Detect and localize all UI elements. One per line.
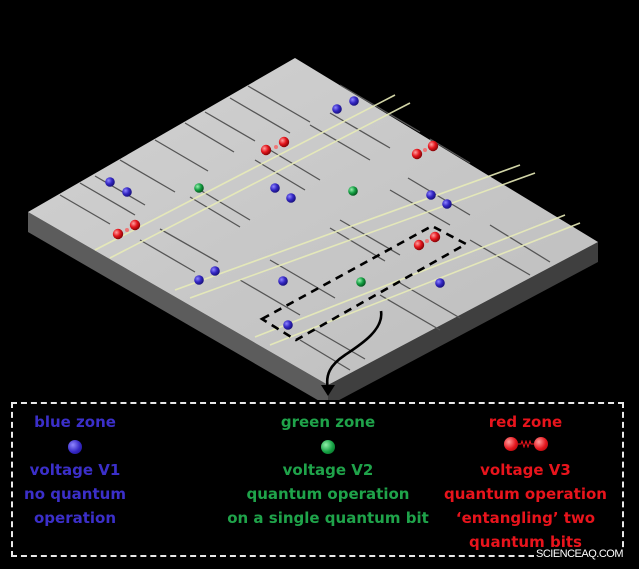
red-zone-desc-2: ‘entangling’ two [455, 509, 596, 527]
red-zone-desc-3: quantum bits [469, 533, 582, 551]
red-zone-title: red zone [488, 413, 563, 431]
chip-plate-sides [28, 212, 598, 400]
blue-zone-voltage: voltage V1 [29, 461, 121, 479]
red-zone-desc-1: quantum operation [444, 485, 607, 503]
legend-box: blue zone voltage V1 no quantum operatio… [11, 402, 624, 557]
legend-red-zone: red zone voltage V3 quantum operation ‘e… [423, 410, 628, 554]
blue-zone-desc-1: no quantum [24, 485, 126, 503]
green-zone-desc-1: quantum operation [246, 485, 410, 503]
highlight-region [259, 224, 469, 342]
red-zone-voltage: voltage V3 [480, 461, 571, 479]
red-entangled-pairs [112, 136, 441, 251]
green-qubit-icon [321, 439, 335, 454]
watermark: SCIENCEAQ.COM [533, 548, 625, 560]
green-qubits [194, 183, 366, 287]
blue-zone-desc-2: operation [33, 509, 117, 527]
quantum-chip-diagram [28, 58, 598, 400]
blue-qubits [105, 96, 452, 330]
green-zone-desc-2: on a single quantum bit [227, 509, 429, 527]
legend-blue-zone: blue zone voltage V1 no quantum operatio… [13, 410, 137, 530]
spring-icon [517, 440, 534, 448]
legend-green-zone: green zone voltage V2 quantum operation … [213, 410, 443, 530]
chip-plate-surface [28, 58, 598, 385]
arrow-icon [321, 310, 383, 396]
green-zone-title: green zone [280, 413, 376, 431]
entangled-pair-icon [503, 434, 548, 454]
green-zone-voltage: voltage V2 [282, 461, 374, 479]
blue-zone-title: blue zone [34, 413, 116, 431]
blue-qubit-icon [68, 439, 82, 454]
